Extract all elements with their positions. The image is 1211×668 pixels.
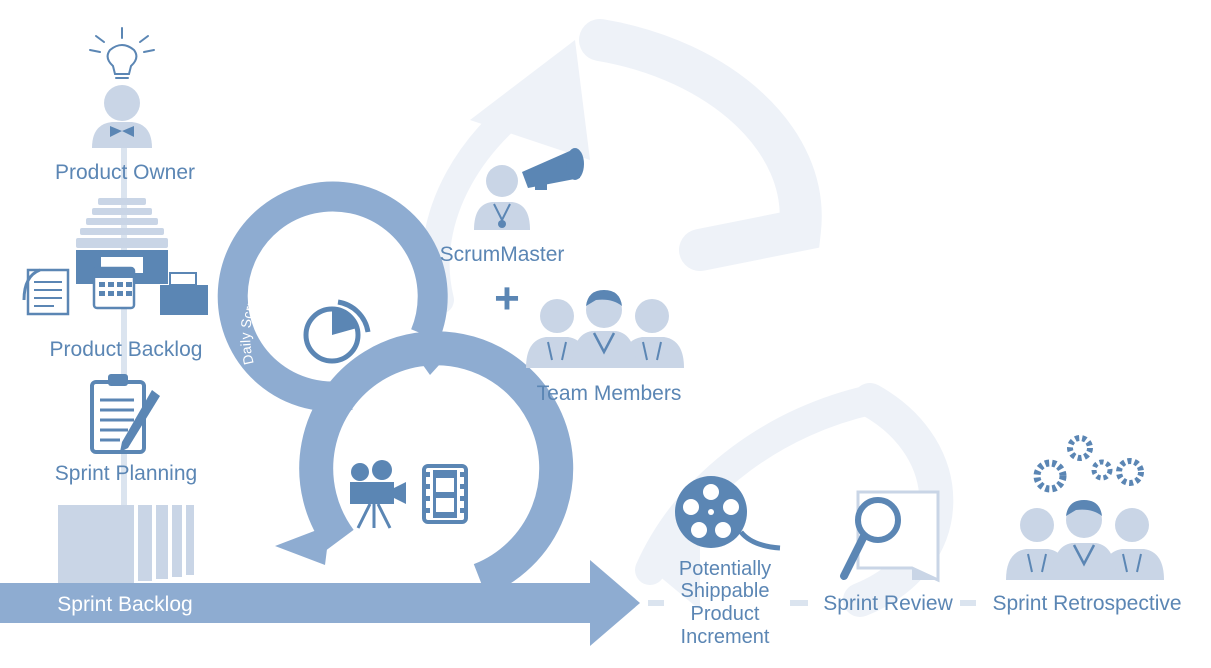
- sprint-planning-label: Sprint Planning: [55, 462, 197, 485]
- sprint-review-label: Sprint Review: [823, 592, 953, 615]
- film-reel-icon: [675, 476, 781, 551]
- increment-label-line2: Shippable: [681, 580, 770, 602]
- increment-label-line4: Increment: [681, 626, 770, 648]
- camera-film-icon: [350, 460, 468, 529]
- sprint-execution-label: Sprint Execution: [429, 393, 517, 470]
- card-stack-icon: [58, 505, 194, 583]
- sprint-retrospective-label: Sprint Retrospective: [992, 592, 1181, 615]
- plus-sign: +: [494, 274, 520, 323]
- clipboard-pen-icon: [90, 374, 160, 454]
- product-owner-label: Product Owner: [55, 161, 195, 184]
- lightbulb-person-icon: [89, 27, 155, 148]
- sprint-backlog-arrow: [0, 560, 976, 646]
- timer-icon: [303, 299, 371, 364]
- team-members-label: Team Members: [537, 382, 682, 405]
- gears-team-icon: [1006, 435, 1164, 580]
- left-connector: [121, 140, 127, 520]
- product-backlog-label: Product Backlog: [50, 338, 203, 361]
- scrum-master-label: ScrumMaster: [440, 243, 565, 266]
- sprint-execution-loop: [275, 331, 574, 596]
- megaphone-person-icon: [474, 148, 584, 230]
- increment-label-line3: Product: [691, 603, 760, 625]
- increment-label-line1: Potentially: [679, 558, 771, 580]
- backlog-stack-icon: [22, 198, 208, 316]
- magnifier-document-icon: [840, 490, 940, 583]
- team-icon: [526, 290, 684, 368]
- sprint-backlog-label: Sprint Backlog: [57, 593, 192, 616]
